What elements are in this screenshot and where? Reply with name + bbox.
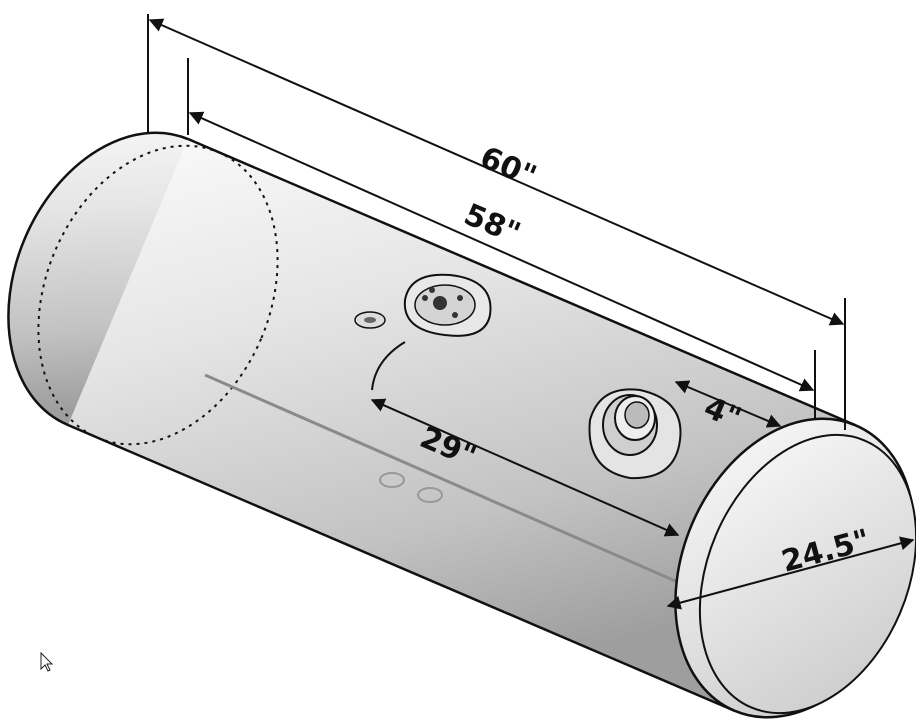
filler-neck xyxy=(588,388,682,480)
dimension-58: 58" xyxy=(459,197,526,252)
dimension-lines xyxy=(147,14,915,610)
sender-plate xyxy=(403,273,492,337)
vent-grommet xyxy=(354,311,386,329)
mouse-cursor-icon xyxy=(40,651,54,672)
